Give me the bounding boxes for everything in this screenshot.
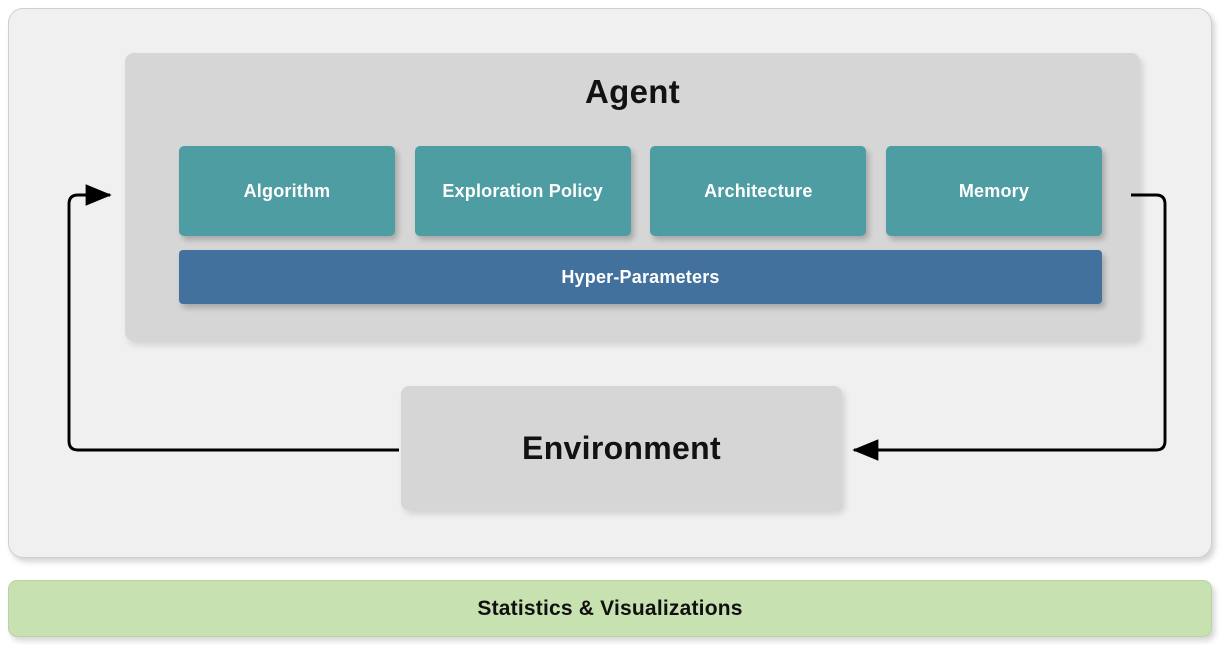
component-box-algorithm[interactable]: Algorithm	[179, 146, 395, 236]
statistics-bar[interactable]: Statistics & Visualizations	[8, 580, 1212, 637]
agent-component-row: Algorithm Exploration Policy Architectur…	[179, 146, 1102, 236]
component-box-memory[interactable]: Memory	[885, 146, 1102, 236]
component-box-exploration-policy[interactable]: Exploration Policy	[414, 146, 631, 236]
framework-panel: Agent Algorithm Exploration Policy Archi…	[8, 8, 1212, 558]
statistics-label: Statistics & Visualizations	[477, 596, 743, 620]
environment-box[interactable]: Environment	[401, 386, 842, 510]
component-label-exploration-policy: Exploration Policy	[442, 180, 603, 201]
hyper-parameters-label: Hyper-Parameters	[561, 266, 720, 287]
component-label-architecture: Architecture	[704, 180, 813, 201]
environment-label: Environment	[522, 429, 721, 466]
agent-title: Agent	[585, 73, 680, 110]
agent-container[interactable]: Agent Algorithm Exploration Policy Archi…	[125, 53, 1140, 341]
component-box-architecture[interactable]: Architecture	[650, 146, 867, 236]
hyper-parameters-bar[interactable]: Hyper-Parameters	[179, 250, 1102, 304]
component-label-algorithm: Algorithm	[243, 180, 331, 201]
component-label-memory: Memory	[958, 180, 1030, 201]
